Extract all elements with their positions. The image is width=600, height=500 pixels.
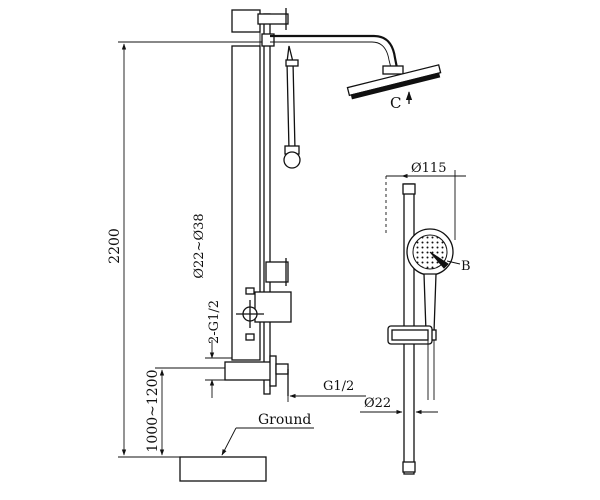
riser-pipe [263,13,271,395]
valve-top-cap [245,287,255,295]
dimension-mount-height: 1000~1200 [145,367,225,456]
spray-selector [429,251,449,269]
head-diameter-label: Ø115 [411,161,446,176]
shower-head-face [350,72,441,100]
wall-section [231,45,261,361]
marker-c: C [390,94,401,112]
shower-arm-inner [270,41,392,69]
dimension-thread-bottom: G1/2 [287,379,366,402]
shower-arm [270,34,399,69]
valve-bottom-cap [245,333,255,341]
marker-b: B [461,259,471,274]
diverter-valve [236,287,292,341]
head-connector [382,65,404,75]
spout-assembly [224,355,289,396]
overhead-arm: C [270,34,442,112]
floor-block [179,456,267,482]
hand-shower-holder-top [285,59,299,67]
rail-hand-shower [283,45,301,169]
spout-flange [269,355,277,387]
rail-top-cap [402,183,416,195]
wall-top-block [231,9,261,33]
dimension-pipe-range: Ø22~Ø38 [192,213,207,278]
ground-annotation: Ground [221,412,314,456]
hand-shower-grip [423,273,437,333]
thread-bottom-label: G1/2 [323,379,354,394]
rail-diameter-label: Ø22 [364,396,391,411]
pipe-range-label: Ø22~Ø38 [192,213,207,278]
dimension-overall-height: 2200 [107,41,262,458]
marker-b-leader [446,260,461,265]
detail-slide-rail: Ø115 B Ø22 [360,161,471,475]
slide-knob [283,151,301,169]
slider-holder-clamp [391,329,429,341]
spout-nozzle [275,363,289,375]
overall-height-label: 2200 [107,228,123,264]
rail-bottom-cap [402,461,416,473]
middle-wall-bracket [265,261,289,283]
ground-leader-arrow [221,427,237,456]
ground-label: Ground [258,412,311,428]
top-wall-bracket [257,13,289,25]
riser-rail [257,8,289,395]
valve-body [254,291,292,323]
wall [179,9,267,482]
mount-height-label: 1000~1200 [145,370,161,453]
dimension-thread-top: 2-G1/2 [205,300,232,398]
thread-top-label: 2-G1/2 [207,300,222,344]
wall-plate [224,361,274,381]
